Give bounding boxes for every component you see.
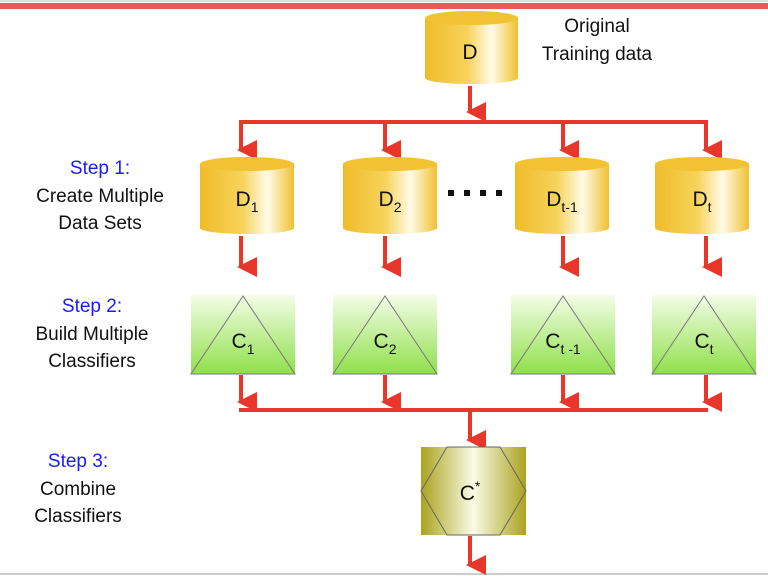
combined-label: C*: [460, 478, 481, 505]
dataset-label: Dt: [692, 188, 711, 215]
classifier-label: Ct: [694, 330, 713, 357]
step-1-line2: Data Sets: [58, 213, 141, 234]
step-3-line1: Combine: [40, 479, 116, 500]
dataset-label: D2: [379, 188, 402, 215]
source-dataset-cylinder: D: [425, 11, 518, 84]
step-3-label: Step 3: Combine Classifiers: [34, 451, 122, 527]
classifier-box: Ct: [651, 295, 757, 375]
classifier-label: C1: [232, 330, 255, 357]
classifier-label: C2: [374, 330, 397, 357]
dataset-label: Dt-1: [546, 188, 578, 215]
dataset-cylinder: D1: [200, 157, 294, 234]
step-2-title: Step 2:: [62, 296, 122, 317]
classifier-box: Ct -1: [510, 295, 616, 375]
dataset-cylinder: Dt-1: [515, 157, 609, 234]
dataset-label: D1: [236, 188, 259, 215]
step-3-line2: Classifiers: [34, 506, 122, 527]
dataset-cylinder: Dt: [655, 157, 749, 234]
source-caption-line2: Training data: [542, 44, 653, 65]
classifier-box: C2: [332, 295, 438, 375]
step-1-label: Step 1: Create Multiple Data Sets: [36, 158, 164, 234]
step-1-title: Step 1:: [70, 158, 130, 179]
step-3-title: Step 3:: [48, 451, 108, 472]
classifier-box: C1: [190, 295, 296, 375]
arrows: [237, 86, 722, 575]
step-2-line2: Classifiers: [48, 351, 136, 372]
classifier-label: Ct -1: [545, 330, 581, 357]
step-1-line1: Create Multiple: [36, 186, 164, 207]
step-2-line1: Build Multiple: [36, 324, 149, 345]
ellipsis: [448, 190, 502, 196]
source-label: D: [462, 41, 477, 64]
top-red-bar: [0, 3, 768, 9]
dataset-cylinder: D2: [343, 157, 437, 234]
source-caption-line1: Original: [564, 16, 629, 37]
step-2-label: Step 2: Build Multiple Classifiers: [36, 296, 149, 372]
combined-classifier: C*: [420, 446, 527, 536]
